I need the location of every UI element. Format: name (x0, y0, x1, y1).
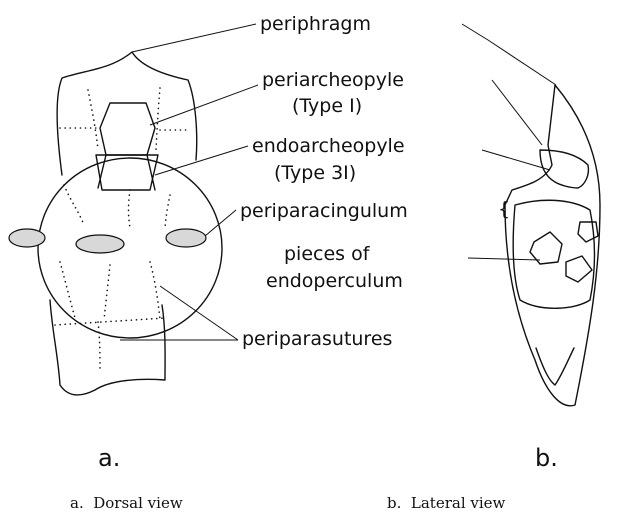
parasuture-dotted-6 (129, 190, 131, 228)
lateral-v-mark (536, 348, 574, 385)
periarcheopyle-outline (100, 103, 155, 155)
parasuture-dotted-5 (64, 185, 84, 225)
label-periarcheopyle-type: (Type I) (292, 95, 362, 117)
dorsal-view-drawing (9, 52, 222, 395)
parasuture-dotted-2 (156, 88, 160, 150)
parasuture-dotted-11 (55, 318, 165, 325)
leader-periarcheopyle-a (150, 85, 258, 125)
endoperculum-piece-1 (578, 222, 598, 242)
leader-endoperculum (468, 258, 540, 260)
parasuture-dotted-12 (98, 322, 100, 368)
girdle-center (76, 235, 124, 253)
girdle-left (9, 229, 45, 247)
leader-periphragm-b (462, 24, 556, 85)
label-endoperculum: endoperculum (266, 270, 403, 292)
dorsal-central-body (38, 158, 222, 338)
periparacingulum-brace: { (498, 198, 510, 220)
label-periarcheopyle: periarcheopyle (262, 69, 404, 91)
label-endoarcheopyle: endoarcheopyle (252, 135, 405, 157)
parasuture-dotted-9 (104, 265, 110, 320)
girdle-right (166, 229, 206, 247)
leader-periphragm-a (132, 24, 256, 52)
dorsal-outline-upper (57, 52, 197, 175)
lateral-view-drawing: { (498, 85, 600, 406)
caption-dorsal-view: a. Dorsal view (70, 494, 183, 512)
parasuture-dotted-1 (88, 90, 98, 150)
panel-a-letter: a. (98, 444, 120, 472)
label-periparacingulum: periparacingulum (240, 200, 408, 222)
label-pieces-of: pieces of (284, 243, 371, 265)
label-periphragm: periphragm (260, 13, 371, 35)
lateral-outline (505, 85, 600, 406)
endoperculum-piece-3 (566, 256, 592, 282)
leader-periparasutures-1 (160, 286, 238, 340)
leader-endoarcheopyle-a (155, 146, 248, 175)
endoperculum-piece-2 (530, 232, 562, 264)
parasuture-dotted-7 (165, 195, 170, 228)
label-endoarcheopyle-type: (Type 3I) (274, 162, 356, 184)
leader-periarcheopyle-b (492, 80, 542, 145)
lateral-inner-body (513, 200, 594, 308)
panel-b-letter: b. (535, 444, 558, 472)
parasuture-dotted-10 (150, 262, 160, 320)
label-periparasutures: periparasutures (242, 328, 392, 350)
caption-lateral-view: b. Lateral view (387, 494, 506, 512)
labels: periphragm periarcheopyle (Type I) endoa… (240, 13, 408, 350)
